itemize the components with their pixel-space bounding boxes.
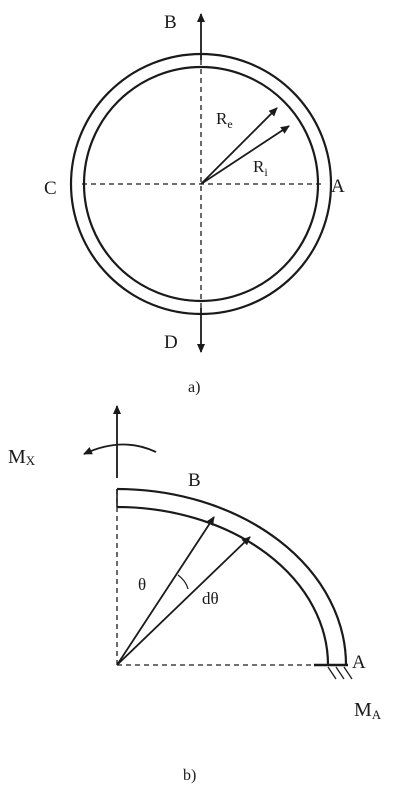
label-inner-radius: Ri (253, 157, 268, 179)
label-theta: θ (138, 575, 146, 594)
outer-radius-arrow (200, 107, 278, 185)
label-b-top: B (188, 470, 201, 491)
label-moment-a: MA (354, 699, 382, 722)
figure-b: MX B θ dθ A MA b) (8, 405, 382, 784)
dtheta-arc (177, 574, 189, 590)
label-c: C (44, 178, 57, 199)
label-outer-radius: Re (216, 109, 233, 131)
label-b-top: B (164, 12, 177, 33)
label-a-right: A (331, 176, 345, 197)
label-d: D (164, 332, 178, 353)
radius-arrow-theta (116, 516, 215, 666)
label-a-end: A (352, 652, 366, 673)
moment-x-arrow (83, 443, 157, 455)
outer-quarter-arc (116, 487, 348, 666)
label-moment-x: MX (8, 446, 36, 468)
inner-quarter-arc (116, 505, 330, 666)
caption-b: b) (183, 767, 196, 784)
inner-radius-arrow (200, 125, 290, 185)
label-dtheta: dθ (202, 589, 219, 608)
caption-a: a) (188, 379, 200, 396)
figure-a: B C A D Re Ri a) (44, 12, 345, 396)
support-hatch (327, 666, 353, 680)
radius-arrow-dtheta (116, 536, 251, 666)
